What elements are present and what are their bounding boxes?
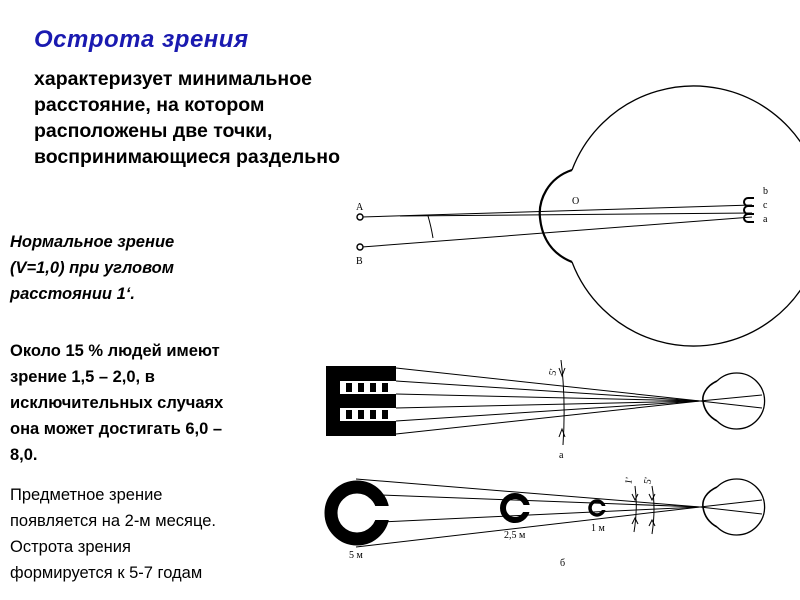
landolt-ring-2-5m [500, 493, 534, 523]
landolt-ring-5m [324, 480, 392, 546]
label-retina-c: c [763, 200, 768, 211]
people-line: исключительных случаях [10, 394, 224, 412]
e-optotype [326, 366, 396, 436]
point-a [356, 213, 364, 221]
subject-line: Острота зрения [10, 538, 131, 556]
label-angle-5-mid: 5' [548, 368, 560, 377]
intro-line: воспринимающиеся раздельно [34, 146, 340, 168]
label-panel-a: а [559, 450, 564, 461]
retina-cell [743, 213, 754, 223]
cornea [538, 168, 573, 264]
subject-line: Предметное зрение [10, 486, 163, 504]
normal-line: (V=1,0) при угловом [10, 259, 174, 277]
slide-title: Острота зрения [34, 26, 249, 53]
landolt-figure: 5 м 2,5 м 1 м 1' 5' б [324, 476, 766, 569]
intro-text: характеризует минимальное расстояние, на… [34, 66, 464, 170]
e-chart-figure: 5' а [326, 359, 766, 461]
label-point-b: B [356, 256, 363, 267]
label-panel-b: б [560, 558, 565, 569]
eyeball-outline [571, 85, 800, 347]
label-retina-a: a [763, 214, 768, 225]
intro-line: расположены две точки, [34, 120, 273, 142]
label-center-o: O [572, 196, 579, 207]
intro-line: расстояние, на котором [34, 94, 265, 116]
subject-vision-text: Предметное зрение появляется на 2-м меся… [10, 482, 216, 586]
label-retina-b: b [763, 186, 768, 197]
label-angle-1: 1' [623, 476, 635, 485]
subject-line: появляется на 2-м месяце. [10, 512, 216, 530]
subject-line: формируется к 5-7 годам [10, 564, 203, 582]
label-dist-5m: 5 м [349, 550, 364, 561]
label-dist-2-5m: 2,5 м [504, 530, 526, 541]
eye-figure-top [356, 85, 800, 347]
ray-b [361, 216, 753, 248]
ray-a [361, 204, 753, 218]
angle-arc [427, 215, 434, 239]
people-line: 8,0. [10, 446, 38, 464]
people-vision-text: Около 15 % людей имеют зрение 1,5 – 2,0,… [10, 338, 223, 468]
label-angle-5-bottom: 5' [642, 476, 654, 485]
normal-vision-text: Нормальное зрение (V=1,0) при угловом ра… [10, 229, 174, 307]
point-b [356, 243, 364, 251]
people-line: Около 15 % людей имеют [10, 342, 220, 360]
intro-line: характеризует минимальное [34, 68, 312, 90]
normal-line: расстоянии 1‘. [10, 285, 135, 303]
normal-line: Нормальное зрение [10, 233, 175, 251]
angle-arc-5 [560, 359, 565, 446]
people-line: зрение 1,5 – 2,0, в [10, 368, 155, 386]
people-line: она может достигать 6,0 – [10, 420, 223, 438]
small-eye-bottom [716, 478, 766, 536]
small-eye-mid [716, 372, 766, 430]
ray-c [399, 212, 753, 217]
label-dist-1m: 1 м [591, 523, 606, 534]
label-point-a: A [356, 202, 364, 213]
landolt-ring-1m [588, 499, 609, 517]
